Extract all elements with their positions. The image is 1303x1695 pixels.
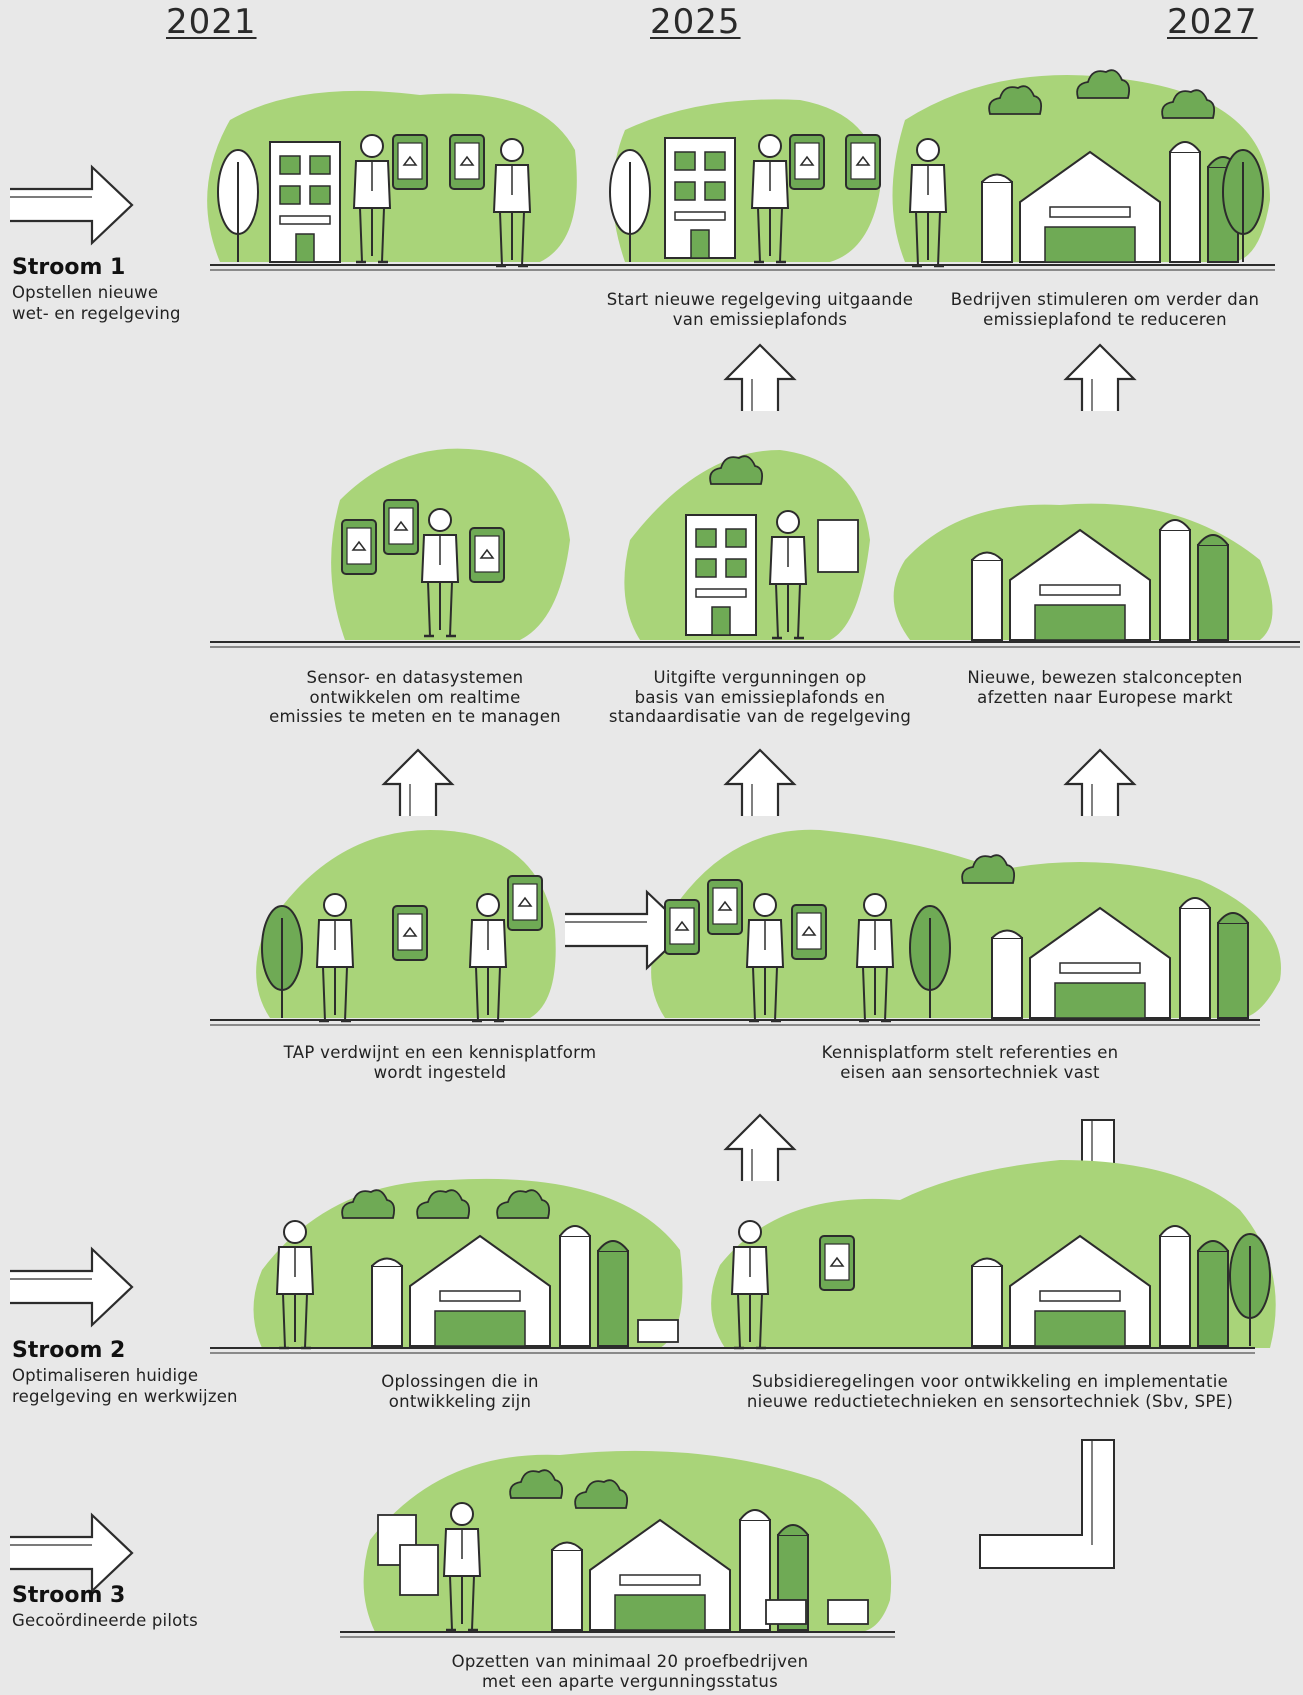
caption-s1-2025: Start nieuwe regelgeving uitgaande van e… (590, 290, 930, 329)
caption-line: ontwikkelen om realtime (309, 687, 521, 707)
stroom-2-desc-line1: Optimaliseren huidige (12, 1366, 199, 1385)
caption-line: emissies te meten en te managen (269, 707, 561, 726)
year-2027: 2027 (1167, 2, 1258, 42)
caption-s1-2027: Bedrijven stimuleren om verder dan emiss… (935, 290, 1275, 329)
stroom-3-desc-line1: Gecoördineerde pilots (12, 1611, 198, 1630)
year-2025: 2025 (650, 2, 741, 42)
caption-line: afzetten naar Europese markt (977, 687, 1233, 707)
arrow-up-icon (1064, 343, 1136, 413)
stroom-2: Stroom 2 Optimaliseren huidige regelgevi… (12, 1340, 238, 1407)
caption-line: Start nieuwe regelgeving uitgaande (606, 290, 914, 309)
arrow-up-icon (382, 748, 454, 818)
caption-line: standaardisatie van de regelgeving (608, 707, 912, 726)
stroom3-arrow-icon (8, 1513, 134, 1593)
caption-pilots: Opzetten van minimaal 20 proefbedrijven … (440, 1652, 820, 1691)
caption-line: Subsidieregelingen voor ontwikkeling en … (751, 1372, 1229, 1391)
stroom-1: Stroom 1 Opstellen nieuwe wet- en regelg… (12, 257, 181, 324)
stroom-1-desc-line1: Opstellen nieuwe (12, 283, 159, 302)
stroom-3: Stroom 3 Gecoördineerde pilots (12, 1585, 198, 1631)
caption-line: emissieplafond te reduceren (983, 309, 1227, 329)
stroom-1-title: Stroom 1 (12, 255, 126, 280)
stroom-3-title: Stroom 3 (12, 1583, 126, 1608)
caption-tap: TAP verdwijnt en een kennisplatform word… (260, 1043, 620, 1082)
caption-kennis: Kennisplatform stelt referenties en eise… (800, 1043, 1140, 1082)
caption-line: wordt ingesteld (373, 1062, 507, 1082)
arrow-up-icon (1064, 748, 1136, 818)
caption-line: Kennisplatform stelt referenties en (821, 1043, 1119, 1062)
caption-line: eisen aan sensortechniek vast (840, 1062, 1100, 1082)
stroom-2-title: Stroom 2 (12, 1338, 126, 1363)
caption-line: ontwikkeling zijn (388, 1391, 532, 1411)
stroom-2-desc-line2: regelgeving en werkwijzen (12, 1387, 238, 1406)
arrow-up-icon (724, 1113, 796, 1183)
caption-vergunning: Uitgifte vergunningen op basis van emiss… (590, 668, 930, 727)
caption-line: van emissieplafonds (672, 309, 848, 329)
caption-line: Opzetten van minimaal 20 proefbedrijven (451, 1652, 809, 1671)
arrow-up-icon (724, 343, 796, 413)
caption-oplossingen: Oplossingen die in ontwikkeling zijn (330, 1372, 590, 1411)
caption-subsidie: Subsidieregelingen voor ontwikkeling en … (720, 1372, 1260, 1411)
caption-line: Sensor- en datasystemen (306, 668, 524, 687)
caption-sensor: Sensor- en datasystemen ontwikkelen om r… (250, 668, 580, 727)
caption-stal: Nieuwe, bewezen stalconcepten afzetten n… (935, 668, 1275, 707)
year-2021: 2021 (166, 2, 257, 42)
caption-line: nieuwe reductietechnieken en sensortechn… (746, 1391, 1234, 1411)
stroom2-arrow-icon (8, 1247, 134, 1327)
arrow-up-icon (724, 748, 796, 818)
caption-line: met een aparte vergunningsstatus (482, 1671, 778, 1691)
caption-line: Bedrijven stimuleren om verder dan (950, 290, 1260, 309)
stroom-1-desc-line2: wet- en regelgeving (12, 304, 181, 323)
caption-line: Oplossingen die in (381, 1372, 539, 1391)
caption-line: basis van emissieplafonds en (634, 687, 886, 707)
caption-line: Uitgifte vergunningen op (653, 668, 867, 687)
caption-line: TAP verdwijnt en een kennisplatform (283, 1043, 597, 1062)
stroom1-arrow-icon (8, 165, 134, 245)
caption-line: Nieuwe, bewezen stalconcepten (967, 668, 1243, 687)
